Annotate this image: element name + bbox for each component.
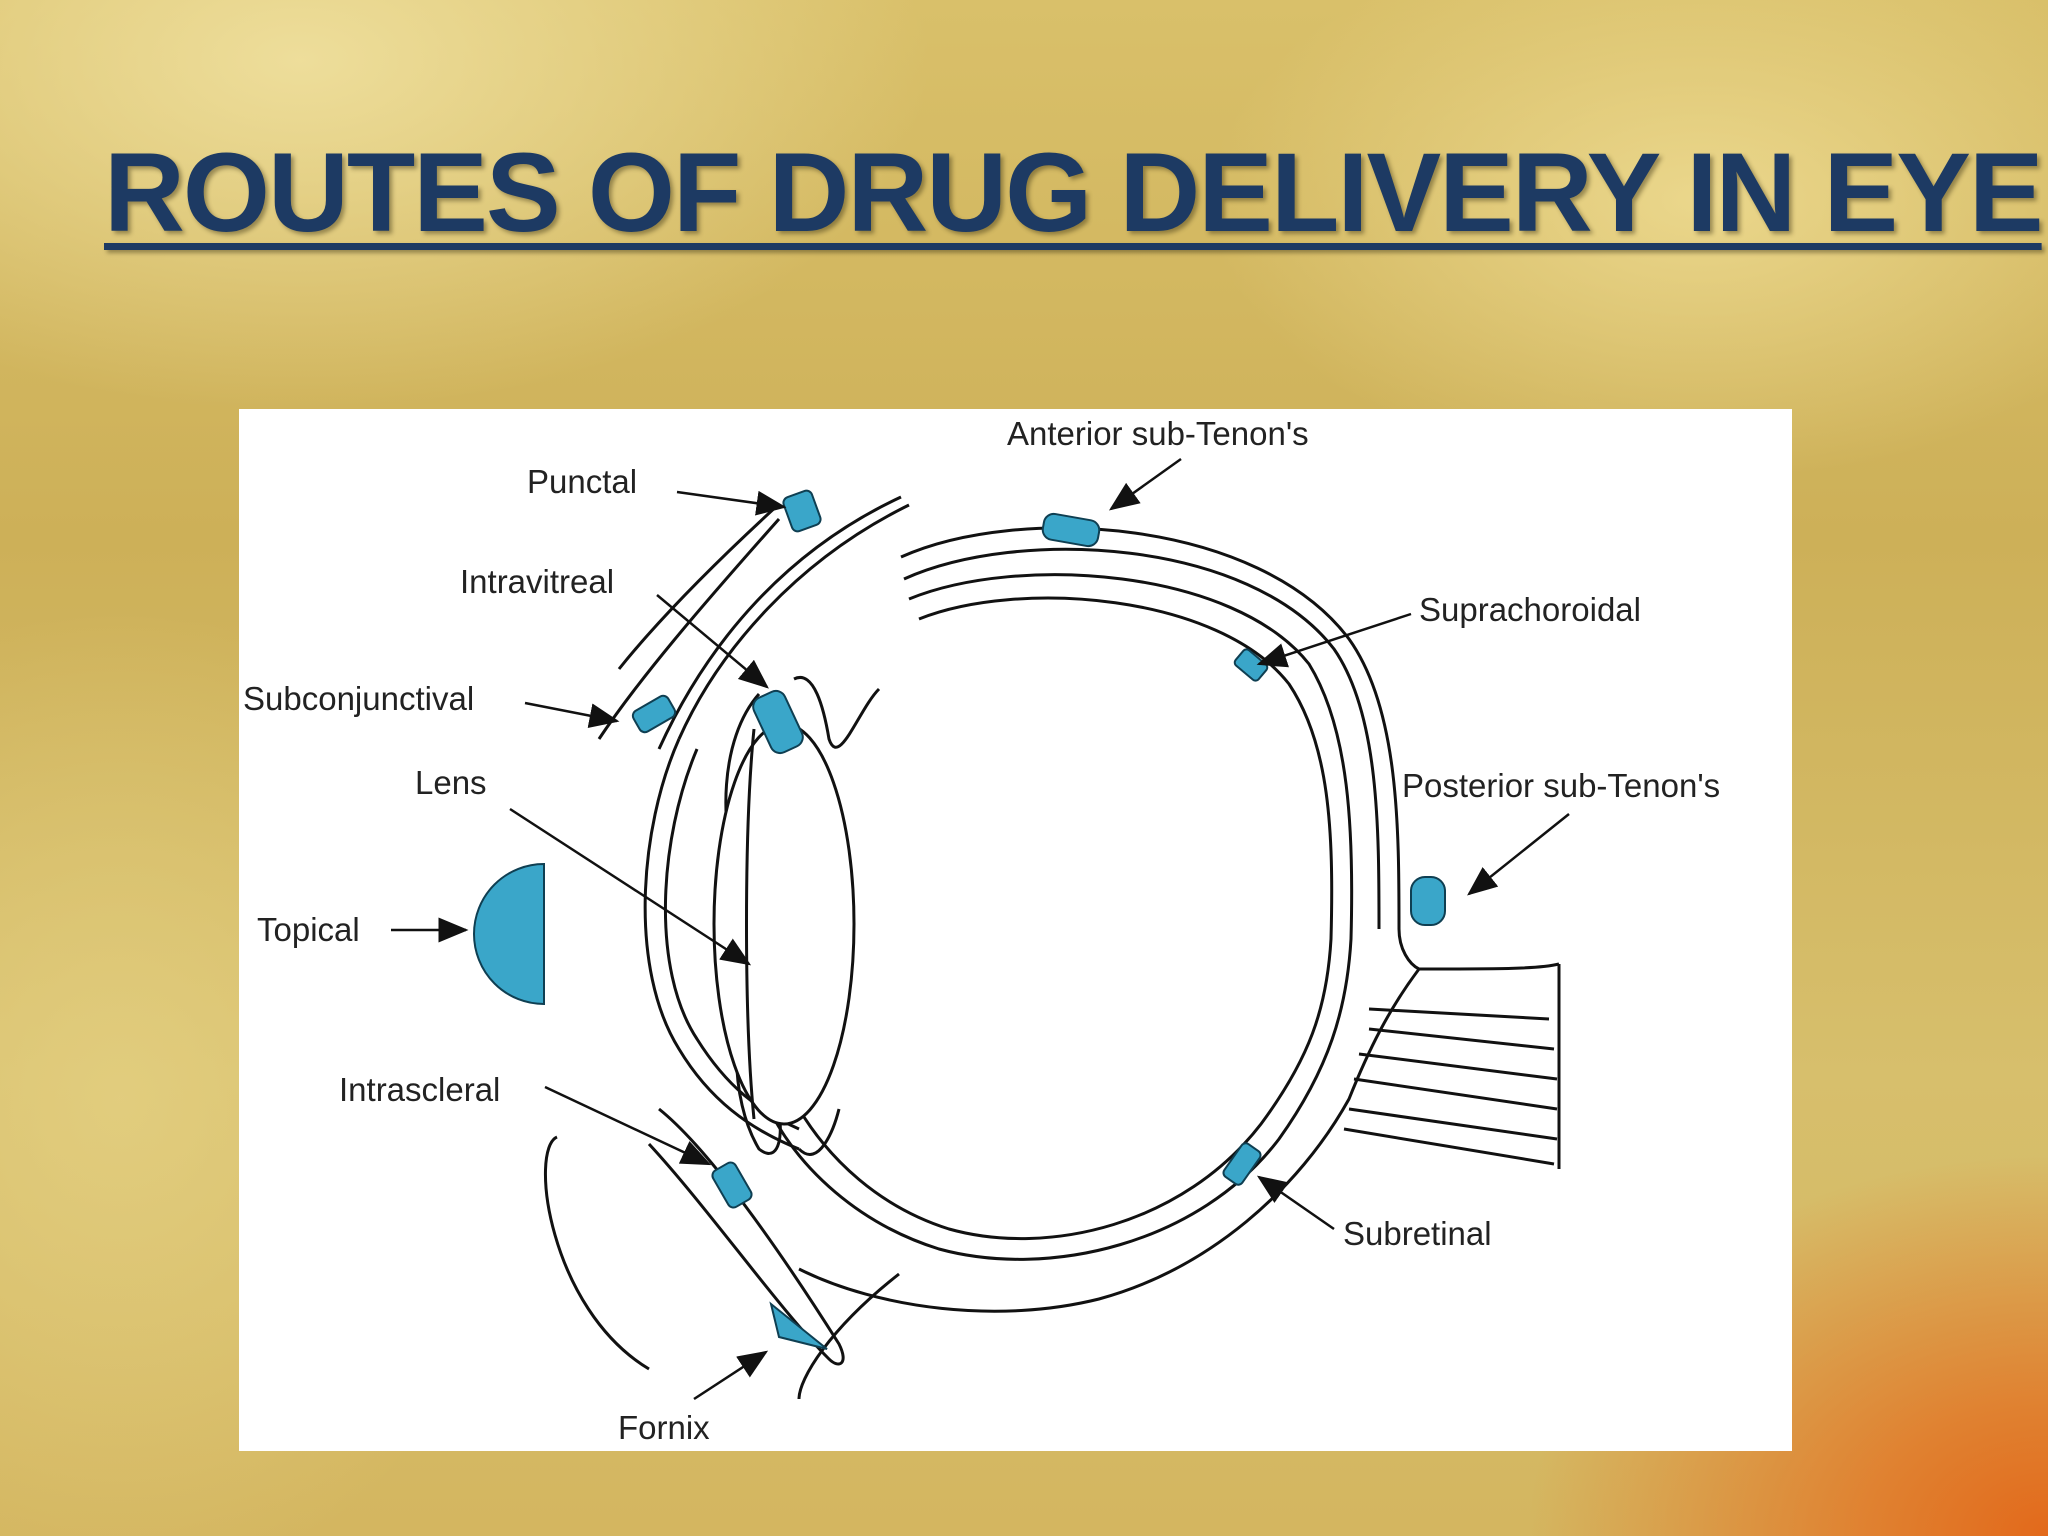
subretinal-depot — [1222, 1142, 1262, 1186]
posterior-subtenon-depot — [1410, 876, 1446, 926]
label-subconjunctival: Subconjunctival — [243, 680, 474, 717]
fornix-depot — [769, 1301, 828, 1350]
eyelid-outlines — [543, 495, 910, 1400]
slide-title: ROUTES OF DRUG DELIVERY IN EYE — [104, 130, 2044, 255]
label-fornix: Fornix — [618, 1409, 710, 1446]
intravitreal-depot — [752, 689, 804, 755]
suprachoroidal-depot — [1233, 648, 1269, 682]
diagram-labels: Punctal Intravitreal Subconjunctival Len… — [243, 415, 1720, 1446]
punctal-depot — [782, 489, 822, 533]
label-intrascleral: Intrascleral — [339, 1071, 500, 1108]
globe-outline — [767, 526, 1561, 1313]
drug-depots — [473, 489, 1446, 1350]
eye-diagram: Punctal Intravitreal Subconjunctival Len… — [239, 409, 1792, 1451]
label-posterior-sub-tenons: Posterior sub-Tenon's — [1402, 767, 1720, 804]
leader-arrows — [391, 457, 1570, 1401]
topical-depot — [473, 862, 545, 1006]
label-suprachoroidal: Suprachoroidal — [1419, 591, 1641, 628]
label-punctal: Punctal — [527, 463, 637, 500]
label-lens: Lens — [415, 764, 487, 801]
label-anterior-sub-tenons: Anterior sub-Tenon's — [1007, 415, 1309, 452]
intrascleral-depot — [711, 1161, 753, 1209]
anterior-subtenon-depot — [1041, 512, 1101, 548]
lens-shape — [712, 722, 856, 1126]
subconjunctival-depot — [631, 694, 677, 734]
label-intravitreal: Intravitreal — [460, 563, 614, 600]
label-topical: Topical — [257, 911, 360, 948]
label-subretinal: Subretinal — [1343, 1215, 1492, 1252]
eye-cross-section-svg: Punctal Intravitreal Subconjunctival Len… — [243, 415, 1720, 1446]
lower-lid — [647, 1107, 845, 1366]
